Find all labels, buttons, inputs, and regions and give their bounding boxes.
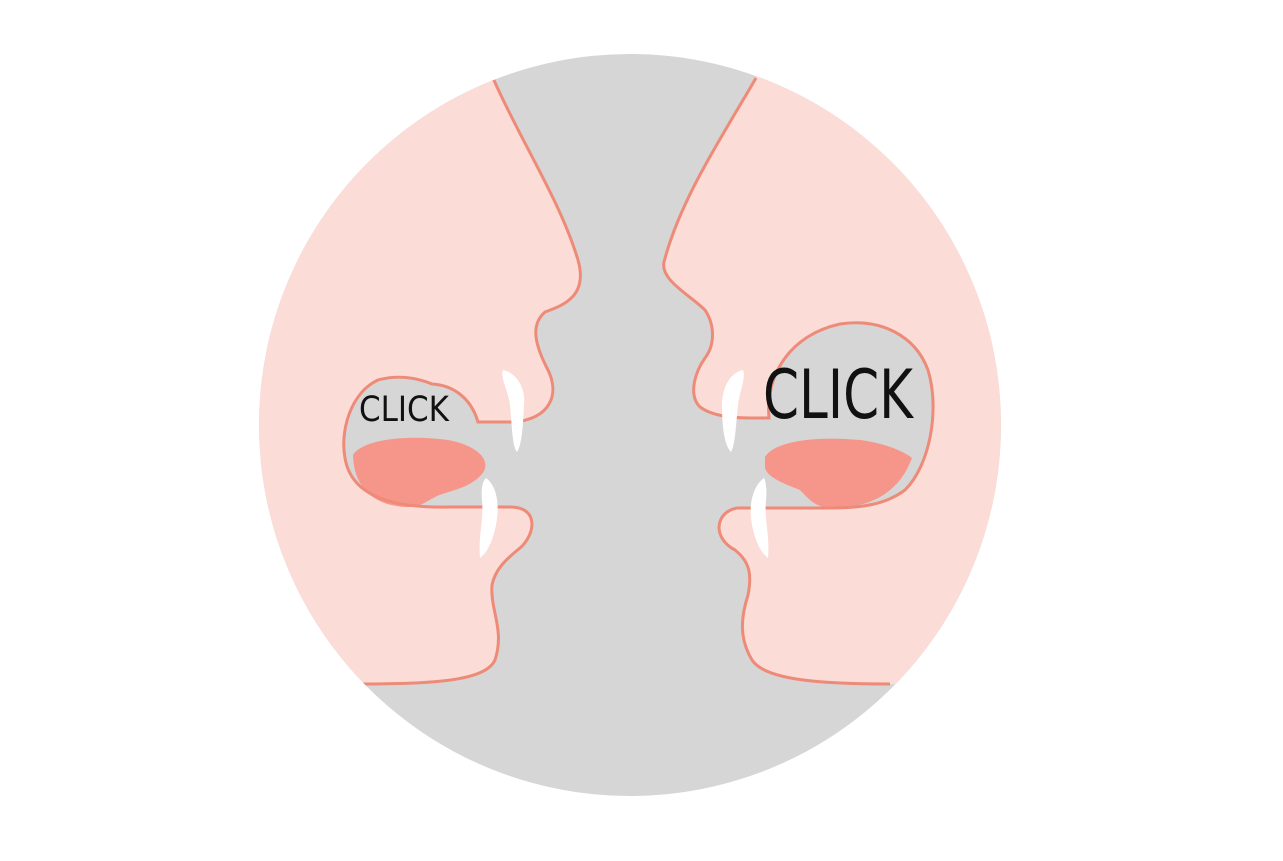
left-upper-tooth — [502, 370, 525, 452]
right-upper-tooth — [722, 370, 744, 452]
left-tongue — [353, 437, 486, 507]
left-click-text: CLICK — [359, 390, 450, 430]
right-face-outline — [662, 77, 935, 686]
right-lower-tooth — [750, 478, 769, 558]
left-face-skin — [259, 54, 581, 684]
right-face: CLICK — [662, 54, 1001, 686]
right-tongue — [765, 438, 912, 508]
left-face-outline — [342, 77, 582, 686]
left-lower-tooth — [479, 478, 498, 558]
right-click-text: CLICK — [763, 356, 915, 435]
left-face: CLICK — [259, 54, 582, 686]
right-face-skin — [663, 54, 1001, 684]
